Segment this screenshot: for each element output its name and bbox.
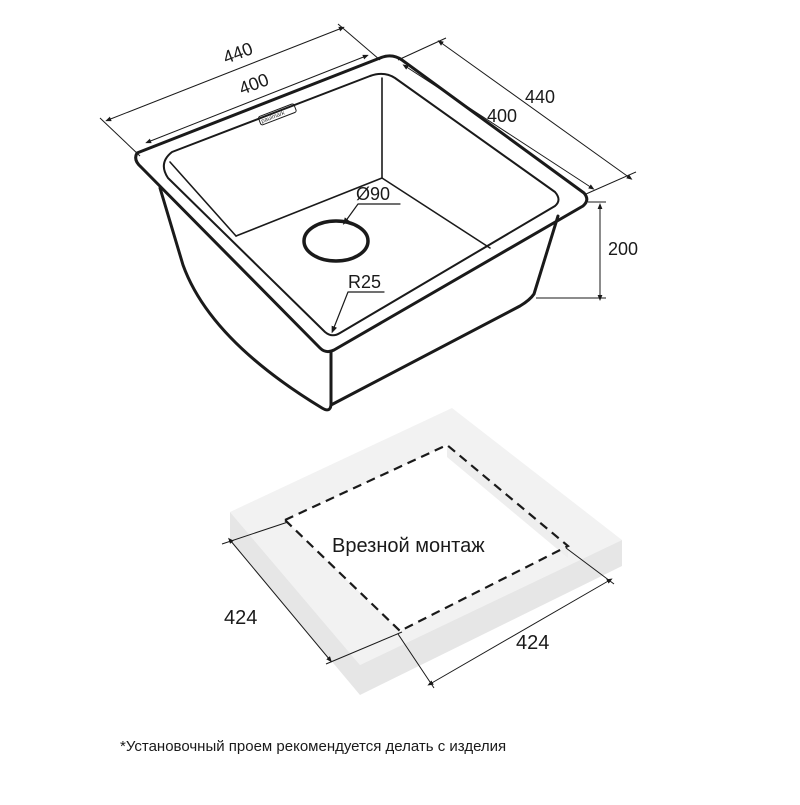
dim-width-outer: 440 (220, 38, 255, 67)
sink-dimensions (99, 23, 637, 301)
sink-bowl-left-wall (169, 161, 237, 237)
drain-leader (342, 203, 401, 225)
dim-depth-outer: 440 (525, 87, 555, 107)
sink-rim-outer (134, 54, 589, 354)
dim-width-inner: 400 (236, 69, 271, 98)
radius-leader (331, 291, 385, 334)
footnote: *Установочный проем рекомендуется делать… (120, 738, 506, 755)
sink-body-right (329, 214, 560, 407)
cutout-inner-wall (447, 445, 568, 558)
cutout-dim-depth: 424 (516, 632, 549, 654)
drain-hole (302, 219, 370, 263)
sink-rim-inner (162, 72, 560, 337)
cutout-outline (283, 443, 570, 633)
cutout-label: Врезной монтаж (332, 535, 485, 557)
sink-bowl-back-wall (235, 77, 383, 237)
dim-depth-inner: 400 (487, 106, 517, 126)
countertop-drawing (221, 408, 622, 695)
sink-drawing (134, 54, 589, 412)
cutout-dim-width: 424 (224, 607, 257, 629)
sink-body-left (158, 186, 333, 412)
dim-height: 200 (608, 239, 638, 259)
drain-diameter-label: Ø90 (356, 184, 390, 204)
corner-radius-label: R25 (348, 272, 381, 292)
countertop-side-right (360, 540, 622, 695)
sink-bowl-right-wall (381, 177, 491, 249)
